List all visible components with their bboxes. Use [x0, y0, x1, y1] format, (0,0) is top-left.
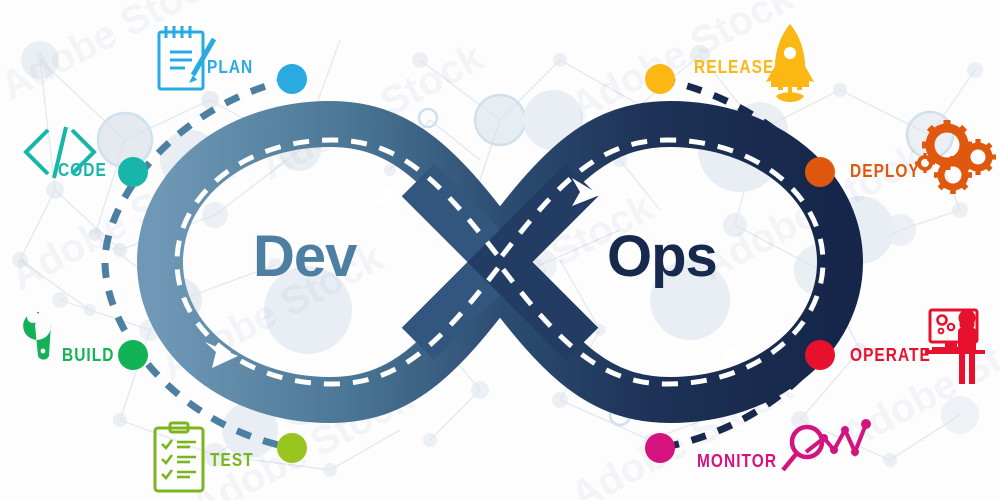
gears-icon — [915, 120, 996, 194]
notepad-pencil-icon — [157, 26, 217, 91]
loop-inner-dashes — [174, 137, 826, 387]
stage-dot-test[interactable] — [277, 433, 307, 463]
stage-label-build: BUILD — [62, 345, 115, 365]
dev-stage-arc — [101, 75, 293, 452]
person-monitor-icon — [925, 308, 985, 384]
loop-crossing — [401, 163, 599, 361]
wrench-icon — [23, 311, 52, 360]
stage-dot-operate[interactable] — [805, 340, 835, 370]
stage-label-operate: OPERATE — [850, 345, 931, 365]
stage-dot-plan[interactable] — [277, 64, 307, 94]
stage-dot-build[interactable] — [118, 340, 148, 370]
stage-label-test: TEST — [210, 450, 254, 470]
stage-label-code: CODE — [58, 160, 107, 180]
magnifier-chart-icon — [781, 419, 871, 472]
stage-dot-code[interactable] — [118, 157, 148, 187]
loop-left-band — [136, 100, 500, 424]
stage-label-release: RELEASE — [694, 57, 775, 77]
dev-label: Dev — [253, 224, 357, 289]
stage-label-monitor: MONITOR — [697, 451, 778, 471]
stage-dot-monitor[interactable] — [645, 433, 675, 463]
loop-right-band — [500, 100, 864, 424]
ops-label: Ops — [607, 224, 718, 289]
code-brackets-icon — [23, 126, 97, 179]
rocket-icon — [766, 24, 814, 102]
stage-label-plan: PLAN — [207, 57, 254, 77]
stage-dot-release[interactable] — [645, 64, 675, 94]
loop-arrowheads — [205, 178, 748, 368]
clipboard-check-icon — [153, 421, 205, 493]
stage-label-deploy: DEPLOY — [850, 161, 920, 181]
stage-dot-deploy[interactable] — [805, 157, 835, 187]
